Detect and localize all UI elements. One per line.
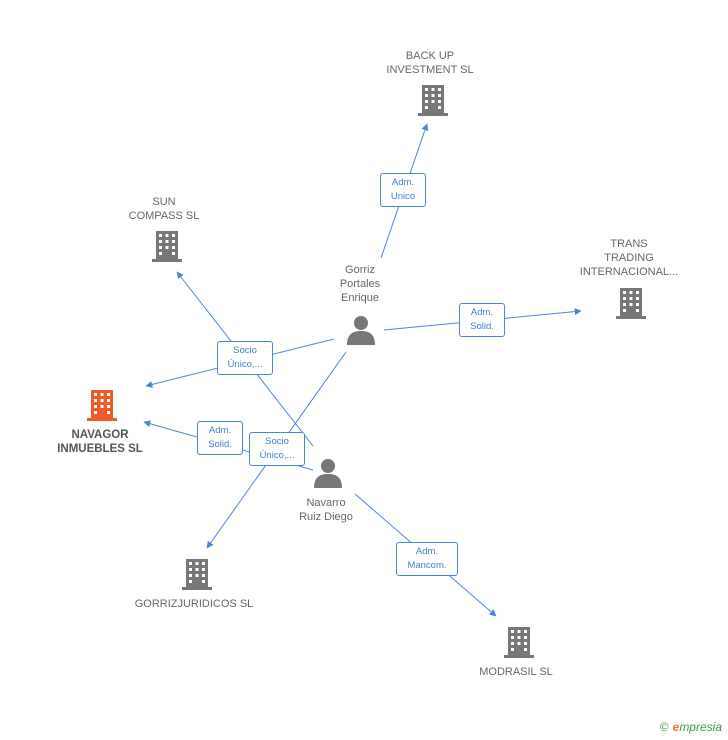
edge-label-adm-mancom[interactable]: Adm. Mancom.	[396, 542, 458, 576]
edge-label-adm-solid-trans[interactable]: Adm. Solid.	[459, 303, 505, 337]
node-label-sun-compass[interactable]: SUN COMPASS SL	[128, 196, 200, 222]
person-icon	[314, 459, 342, 488]
brand-initial: e	[672, 720, 680, 734]
building-icon	[616, 288, 646, 319]
person-icon	[347, 316, 375, 345]
building-icon	[418, 85, 448, 116]
node-label-back-up-investment[interactable]: BACK UP INVESTMENT SL	[386, 50, 474, 76]
node-label-gorriz-portales[interactable]: Gorriz Portales Enrique	[339, 264, 381, 304]
edge-label-adm-solid-navagor[interactable]: Adm. Solid.	[197, 421, 243, 455]
node-label-trans-trading[interactable]: TRANS TRADING INTERNACIONAL...	[579, 238, 679, 278]
building-icon-focus	[87, 390, 117, 421]
copyright-symbol: ©	[659, 720, 669, 734]
building-icon	[504, 627, 534, 658]
node-label-navarro-ruiz[interactable]: Navarro Ruiz Diego	[299, 497, 353, 523]
edge-label-socio-unico[interactable]: Socio Único,...	[249, 432, 305, 466]
node-label-navagor-inmuebles[interactable]: NAVAGOR INMUEBLES SL	[57, 429, 143, 455]
node-label-modrasil[interactable]: MODRASIL SL	[479, 666, 553, 678]
edge-label-adm-unico[interactable]: Adm. Unico	[380, 173, 426, 207]
empresia-logo: ©empresia	[660, 720, 722, 734]
building-icon	[152, 231, 182, 262]
building-icon	[182, 559, 212, 590]
brand-name: mpresia	[679, 720, 722, 734]
edge-label-socio-unico[interactable]: Socio Único,...	[217, 341, 273, 375]
node-label-gorrizjuridicos[interactable]: GORRIZJURIDICOS SL	[134, 598, 254, 610]
